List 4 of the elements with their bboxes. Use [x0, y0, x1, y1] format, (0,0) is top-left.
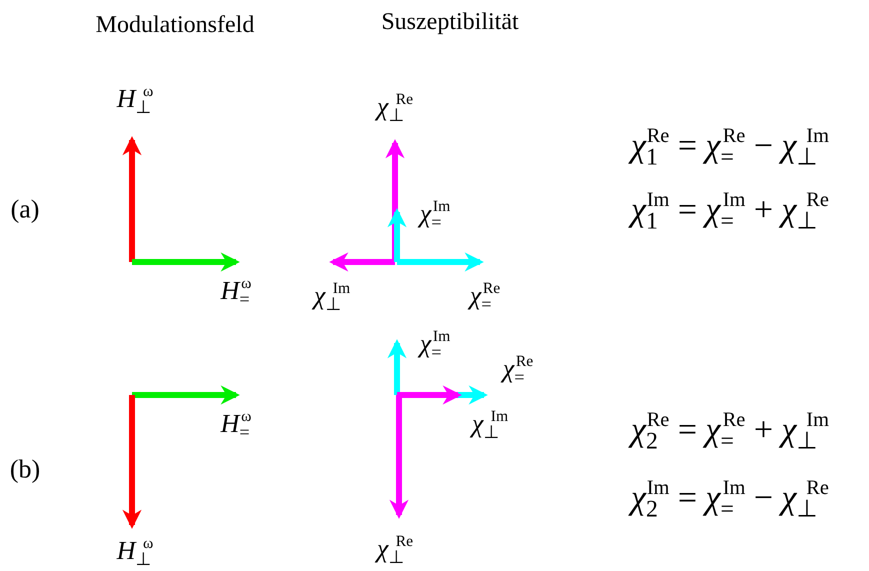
panel-label: (b) [10, 456, 40, 484]
panel-label: (a) [10, 196, 40, 224]
heading: Modulationsfeld [96, 12, 254, 38]
heading: Suszeptibilität [381, 8, 519, 36]
